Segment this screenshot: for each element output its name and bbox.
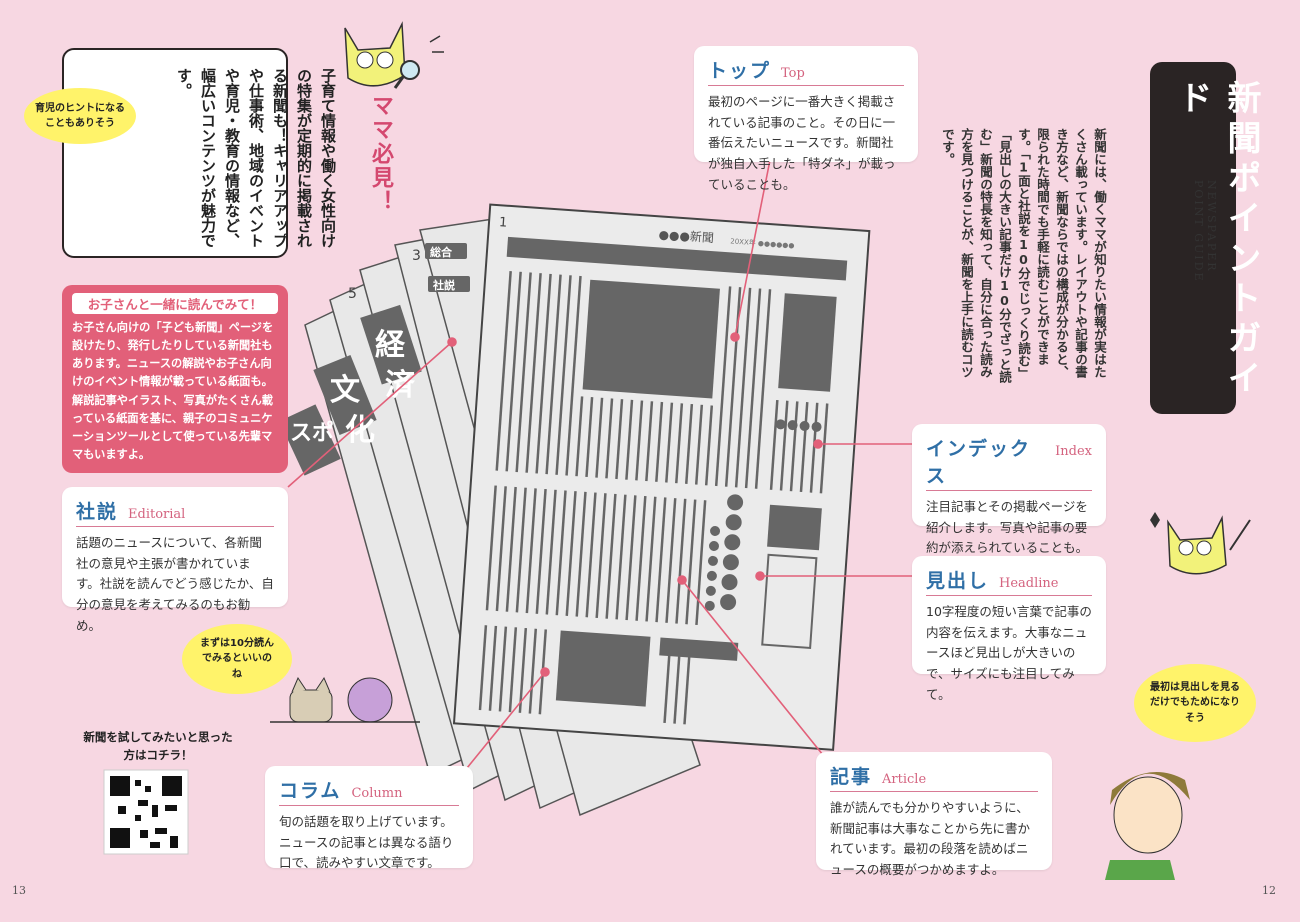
- cats-bubble: まずは10分読んでみるといいのね: [182, 624, 292, 694]
- card-headline: 見出し Headline 10字程度の短い言葉で記事の内容を伝えます。大事なニュー…: [912, 556, 1106, 702]
- kids-box: お子さんと一緒に読んでみて！ お子さん向けの「子ども新聞」ページを設けたり、発行…: [62, 285, 288, 473]
- kids-box-body: お子さん向けの「子ども新聞」ページを設けたり、発行したりしている新聞社もあります…: [72, 321, 274, 461]
- card-top-title: トップ: [708, 60, 772, 82]
- cat-pointer-icon: [1150, 512, 1251, 575]
- page-number-left: 13: [12, 884, 26, 897]
- label-sogo: 総合: [430, 245, 453, 259]
- card-top-body: 最初のページに一番大きく掲載されている記事のこと。その日に一番伝えたいニュースで…: [708, 94, 896, 192]
- card-article-en: Article: [882, 772, 927, 787]
- card-index-en: Index: [1055, 444, 1092, 459]
- leader-lines: [287, 159, 915, 769]
- card-editorial-title: 社説: [76, 501, 119, 523]
- paper-page-3: 3: [412, 248, 421, 264]
- qr-code-image: [103, 769, 189, 855]
- headline-dots: [704, 494, 744, 611]
- card-top: トップ Top 最初のページに一番大きく掲載されている記事のこと。その日に一番伝え…: [694, 46, 918, 192]
- card-column-body: 旬の話題を取り上げています。ニュースの記事とは異なる語り口で、読みやすい文章です…: [279, 814, 454, 871]
- newspaper-front-page: 1 ●●●新聞 20XX年 ●●●●●●: [452, 203, 871, 751]
- intro-text: 新聞には、働くママが知りたい情報が実はたくさん載っています。レイアウトや記事の書…: [940, 128, 1107, 383]
- index-dots: [775, 419, 822, 432]
- card-index-body: 注目記事とその掲載ページを紹介します。写真や記事の要約が添えられていることも。: [926, 499, 1089, 556]
- page-title: 新聞ポイントガイド: [1172, 80, 1261, 400]
- mama-box: [62, 48, 288, 258]
- card-editorial-en: Editorial: [128, 507, 186, 522]
- card-index-title: インデックス: [926, 438, 1032, 487]
- top-photo: [582, 279, 720, 399]
- mama-title: ママ必見！: [368, 94, 393, 214]
- card-article-body: 誰が読んでも分かりやすいように、新聞記事は大事なことから先に書かれています。最初…: [830, 800, 1031, 877]
- card-article: 記事 Article 誰が読んでも分かりやすいように、新聞記事は大事なことから先に…: [816, 752, 1052, 877]
- kids-box-title: お子さんと一緒に読んでみて！: [72, 293, 278, 314]
- card-headline-en: Headline: [999, 576, 1059, 591]
- back-sheet-text: 3 5: [348, 248, 421, 302]
- page-title-english: NEWSPAPER POINT GUIDE: [1192, 180, 1218, 283]
- woman-bubble: 最初は見出しを見るだけでもためになりそう: [1134, 664, 1256, 742]
- big-char-kei: 経: [375, 328, 406, 363]
- paper-masthead: ●●●新聞: [658, 226, 714, 245]
- qr-caption: 新聞を試してみたいと思った方はコチラ！: [83, 730, 233, 763]
- card-column-title: コラム: [279, 780, 342, 802]
- cat-magnifier-icon: [344, 21, 444, 89]
- back-sheet-blocks: [279, 243, 470, 476]
- card-editorial: 社説 Editorial 話題のニュースについて、各新聞社の意見や主張が書かれてい…: [62, 487, 288, 633]
- big-char-ka: 化: [345, 413, 375, 448]
- mama-box-text: 子育て情報や働く女性向けの特集が定期的に掲載される新聞も！キャリアアップや仕事術…: [175, 68, 337, 248]
- card-column: コラム Column 旬の話題を取り上げています。ニュースの記事とは異なる語り口で…: [265, 766, 473, 870]
- card-index: インデックス Index 注目記事とその掲載ページを紹介します。写真や記事の要約が…: [912, 424, 1106, 555]
- card-headline-body: 10字程度の短い言葉で記事の内容を伝えます。大事なニュースほど見出しが大きいので…: [926, 604, 1092, 702]
- paper-page-1: 1: [499, 215, 508, 231]
- paper-page-5: 5: [348, 286, 357, 302]
- mama-bubble: 育児のヒントになることもありそう: [24, 88, 136, 144]
- page-number-right: 12: [1262, 884, 1276, 897]
- card-column-en: Column: [351, 786, 403, 801]
- woman-bottom-icon: [1105, 772, 1190, 880]
- card-headline-title: 見出し: [926, 570, 990, 592]
- cats-icon: [270, 676, 420, 723]
- card-top-en: Top: [781, 66, 805, 81]
- column-photo: [555, 630, 651, 707]
- card-editorial-body: 話題のニュースについて、各新聞社の意見や主張が書かれています。社説を読んでどう感…: [76, 535, 274, 633]
- title-block: 新聞ポイントガイド: [1150, 62, 1261, 414]
- label-shasetsu: 社説: [432, 278, 455, 292]
- big-char-bun: 文: [330, 373, 360, 408]
- card-article-title: 記事: [830, 766, 873, 788]
- big-char-spo: スポ: [290, 420, 334, 446]
